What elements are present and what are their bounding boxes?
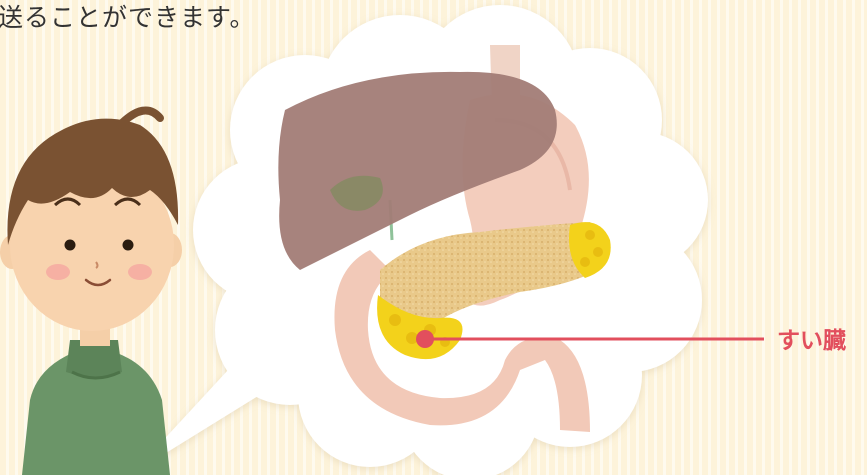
boy-character bbox=[0, 110, 182, 475]
pancreas-label: すい臓 bbox=[777, 321, 846, 355]
pointer-dot bbox=[416, 330, 434, 348]
